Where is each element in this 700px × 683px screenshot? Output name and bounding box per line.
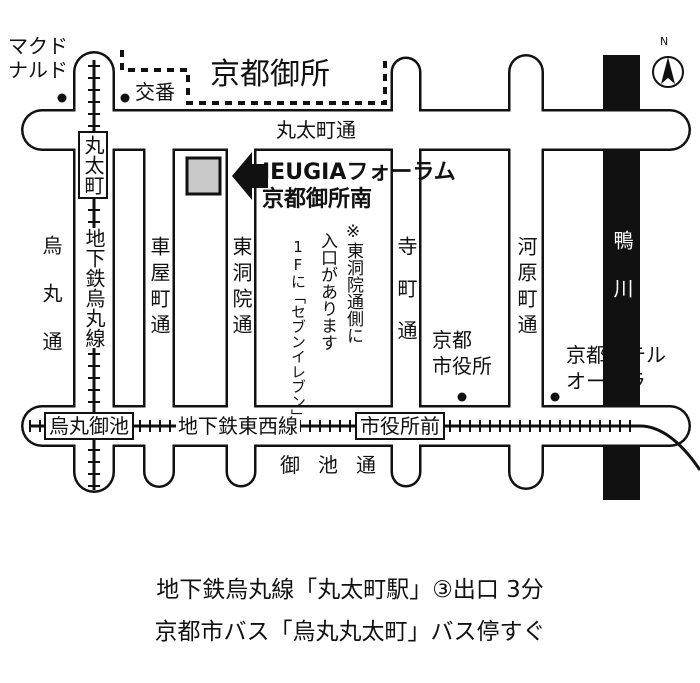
note-line-3: 1Fに「セブンイレブン」 bbox=[289, 238, 307, 424]
destination-name-2: 京都御所南 bbox=[262, 187, 373, 212]
access-bus: 京都市バス「烏丸丸太町」バス停すぐ bbox=[154, 619, 546, 645]
kawaramachi-street-label: 河原町通 bbox=[514, 236, 538, 340]
city-hall-label-2: 市役所 bbox=[432, 354, 492, 378]
destination-building bbox=[185, 156, 222, 196]
city-hall-dot bbox=[457, 392, 467, 402]
station-marutamachi[interactable]: 丸太町 bbox=[78, 131, 108, 199]
compass-north-icon bbox=[652, 56, 684, 88]
gosho-label: 京都御所 bbox=[210, 57, 330, 92]
gosho-boundary bbox=[120, 50, 387, 105]
mcdonalds-dot bbox=[57, 93, 67, 103]
hotel-label-2: オークラ bbox=[566, 369, 646, 393]
hotel-label-1: 京都ホテル bbox=[566, 343, 666, 367]
oike-street-label: 御池通 bbox=[280, 453, 394, 477]
karasuma-street-label: 烏丸通 bbox=[39, 235, 63, 379]
mcdonalds-label-2: ナルド bbox=[8, 58, 68, 82]
destination-name-1: JEUGIAフォーラム bbox=[262, 160, 456, 185]
tozai-line-label: 地下鉄東西線 bbox=[176, 414, 300, 438]
compass-label: N bbox=[660, 35, 669, 48]
kurumayamachi-street-label: 車屋町通 bbox=[147, 236, 171, 340]
note-line-1: ※東洞院通側に bbox=[343, 222, 363, 344]
kamo-river-upper bbox=[603, 55, 640, 109]
marutamachi-street-label: 丸太町通 bbox=[276, 118, 356, 142]
station-karasuma-oike[interactable]: 烏丸御池 bbox=[44, 412, 134, 440]
access-subway: 地下鉄烏丸線「丸太町駅」③出口 3分 bbox=[156, 577, 544, 603]
city-hall-label-1: 京都 bbox=[432, 328, 472, 352]
karasuma-line-label: 地下鉄烏丸線 bbox=[82, 228, 106, 348]
kamo-river-lower bbox=[603, 447, 640, 500]
hotel-dot bbox=[550, 392, 560, 402]
kamo-river-mid bbox=[603, 152, 640, 405]
note-line-2: 入口があります bbox=[317, 232, 337, 351]
destination-arrow bbox=[232, 152, 268, 200]
kamo-river-label: 鴨川 bbox=[610, 230, 634, 326]
station-shiyakushomae[interactable]: 市役所前 bbox=[355, 412, 445, 440]
higashinotoin-street-label: 東洞院通 bbox=[229, 236, 253, 340]
koban-dot bbox=[120, 93, 130, 103]
koban-label: 交番 bbox=[135, 80, 175, 104]
teramachi-street-label: 寺町通 bbox=[394, 236, 418, 362]
mcdonalds-label-1: マクド bbox=[8, 34, 68, 58]
